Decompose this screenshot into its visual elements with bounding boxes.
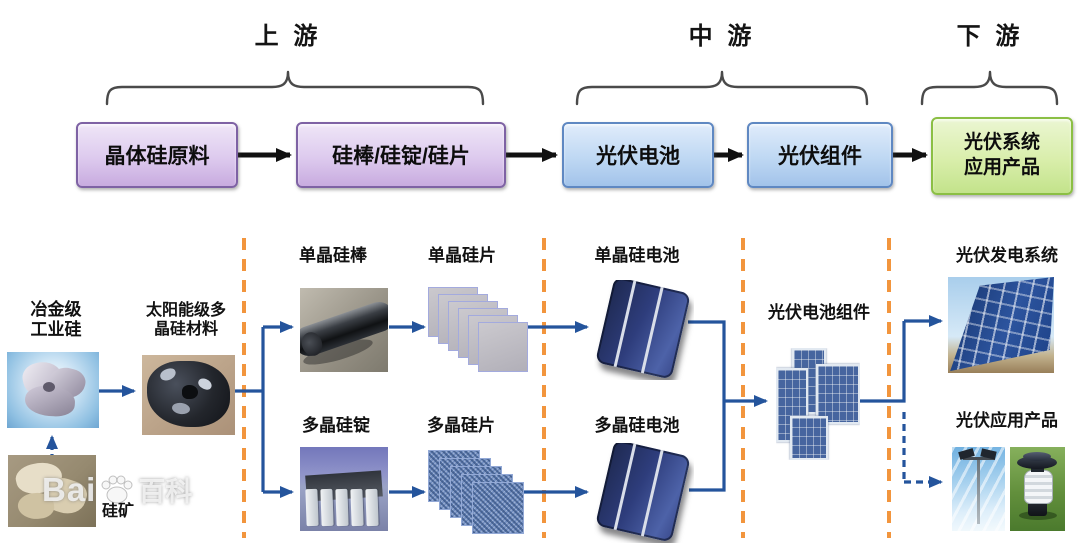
box-pv-cell: 光伏电池 (562, 122, 714, 188)
label-mono-cell: 单晶硅电池 (594, 246, 680, 265)
poly-wafer-stack (428, 450, 524, 534)
pv-power-system-photo (948, 277, 1054, 373)
solar-grade-poly-photo (142, 355, 235, 435)
section-title-downstream: 下 游 (956, 23, 1024, 50)
box-pv-system-products: 光伏系统 应用产品 (931, 117, 1073, 195)
watermark-latin-text: Bai (42, 470, 97, 508)
mono-wafer-stack (428, 287, 530, 373)
flow-lines (46, 315, 943, 498)
label-mono-wafer: 单晶硅片 (428, 246, 496, 265)
section-braces (105, 70, 1059, 106)
label-pv-application-products: 光伏应用产品 (956, 411, 1058, 430)
mono-cell-photo (594, 280, 694, 380)
label-poly-wafer: 多晶硅片 (427, 416, 495, 435)
box-rod-ingot-wafer: 硅棒/硅锭/硅片 (296, 122, 506, 188)
pv-cell-module-cluster (776, 348, 860, 460)
label-pv-power-system: 光伏发电系统 (956, 246, 1058, 265)
box-raw-material: 晶体硅原料 (76, 122, 238, 188)
baidu-paw-icon (101, 475, 133, 503)
stage-divider-lines (242, 238, 891, 538)
solar-lawn-lamp-photo (1010, 447, 1065, 531)
label-silicon-ore: 硅矿 (101, 503, 134, 520)
mono-rod-photo (300, 288, 388, 372)
label-poly-ingot: 多晶硅锭 (302, 416, 370, 435)
poly-cell-photo (594, 443, 694, 543)
box-pv-module: 光伏组件 (747, 122, 893, 188)
section-title-midstream: 中 游 (688, 23, 756, 50)
baidu-baike-watermark: Bai 百科 (42, 470, 192, 509)
solar-street-light-photo (952, 447, 1005, 531)
silicon-ore-photo (8, 455, 96, 527)
label-mono-rod: 单晶硅棒 (299, 246, 367, 265)
poly-ingot-photo (300, 447, 388, 531)
label-pv-cell-module: 光伏电池组件 (768, 303, 870, 322)
metallurgical-silicon-photo (7, 352, 99, 428)
label-poly-cell: 多晶硅电池 (594, 416, 680, 435)
label-metallurgical-silicon: 冶金级 工业硅 (30, 300, 82, 340)
section-title-upstream: 上 游 (254, 23, 322, 50)
label-solar-grade-poly: 太阳能级多 晶硅材料 (145, 302, 226, 338)
watermark-cjk-text: 百科 (138, 477, 193, 507)
